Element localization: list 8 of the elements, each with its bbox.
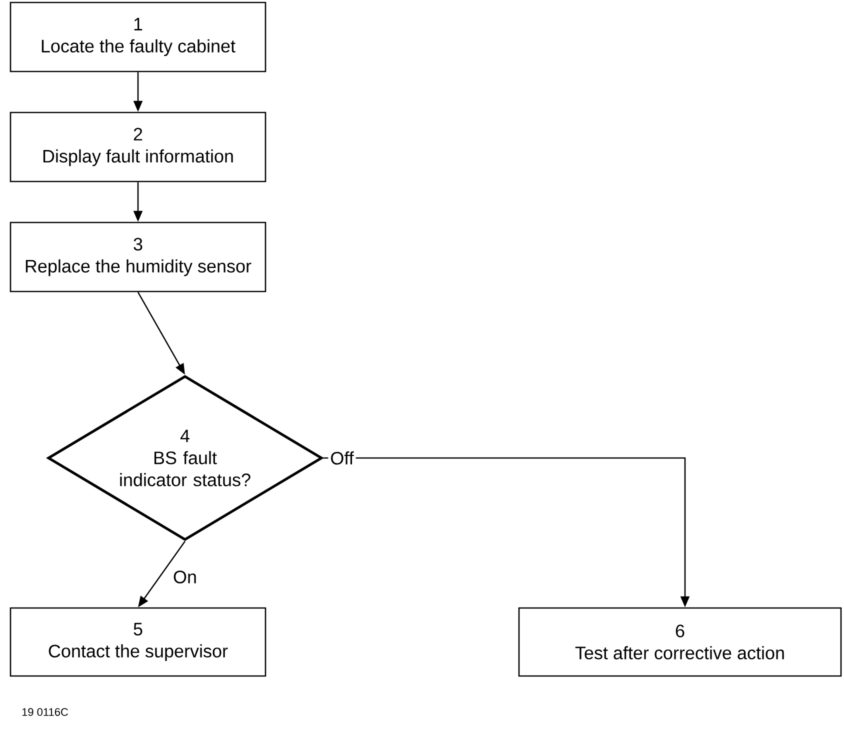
edge-label: On: [171, 568, 199, 586]
figure-code: 19 0116C: [22, 708, 68, 716]
process-box: 2 Display fault information: [10, 112, 266, 182]
edge-label: Off: [328, 449, 356, 467]
process-box: 6 Test after corrective action: [518, 607, 842, 677]
process-box: 5 Contact the supervisor: [10, 607, 266, 677]
process-box: 1 Locate the faulty cabinet: [10, 2, 266, 72]
process-box: 3 Replace the humidity sensor: [10, 222, 266, 292]
